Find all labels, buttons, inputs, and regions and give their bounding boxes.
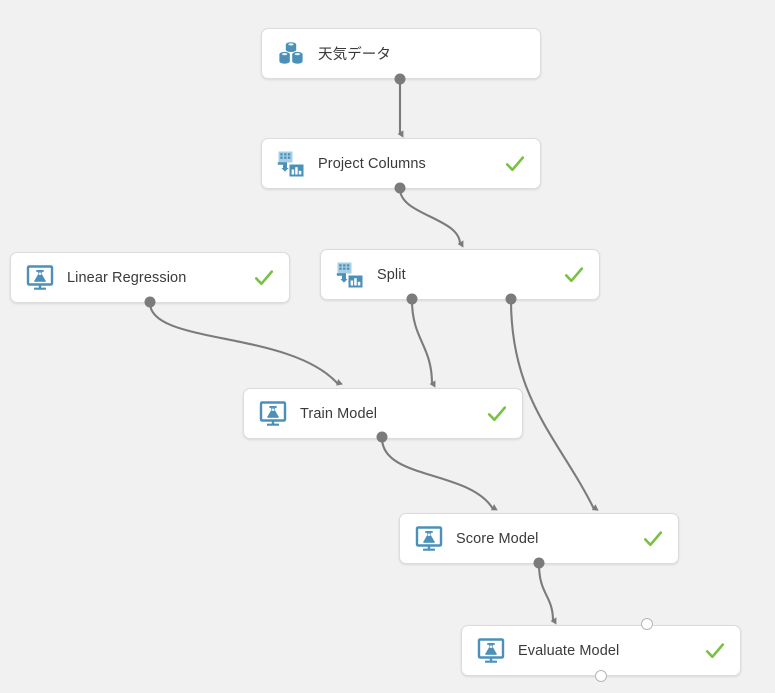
node-linear-regression[interactable]: Linear Regression <box>10 252 290 303</box>
node-evaluate-model[interactable]: Evaluate Model <box>461 625 741 676</box>
node-train-model[interactable]: Train Model <box>243 388 523 439</box>
status-check-icon <box>704 640 726 662</box>
edge-score-model-to-evaluate-model[interactable] <box>537 562 557 625</box>
node-label: Split <box>377 266 406 283</box>
port-evaluate-model-input[interactable] <box>641 618 653 630</box>
node-label: Linear Regression <box>67 269 187 286</box>
status-check-icon <box>504 153 526 175</box>
node-label: 天気データ <box>318 47 391 63</box>
edge-project-columns-to-split[interactable] <box>398 187 464 248</box>
port-score-model-output[interactable] <box>533 557 545 569</box>
node-label: Score Model <box>456 530 539 547</box>
status-check-icon <box>253 267 275 289</box>
status-check-icon <box>642 528 664 550</box>
dataset-cylinders-icon <box>276 39 306 69</box>
port-evaluate-model-output[interactable] <box>595 670 607 682</box>
node-split[interactable]: Split <box>320 249 600 300</box>
node-project-columns[interactable]: Project Columns <box>261 138 541 189</box>
port-dataset-output[interactable] <box>394 73 406 85</box>
model-flask-monitor-icon <box>25 263 55 293</box>
node-label: Evaluate Model <box>518 642 620 659</box>
port-linear-regression-output[interactable] <box>144 296 156 308</box>
port-split-output[interactable] <box>505 293 517 305</box>
status-check-icon <box>563 264 585 286</box>
model-flask-monitor-icon <box>476 636 506 666</box>
edge-train-model-to-score-model[interactable] <box>380 436 498 511</box>
node-label: Project Columns <box>318 155 426 172</box>
data-transform-icon <box>276 149 306 179</box>
model-flask-monitor-icon <box>414 524 444 554</box>
model-flask-monitor-icon <box>258 399 288 429</box>
port-project-columns-output[interactable] <box>394 182 406 194</box>
status-check-icon <box>486 403 508 425</box>
node-label: Train Model <box>300 405 378 422</box>
data-transform-icon <box>335 260 365 290</box>
edge-linear-regression-to-train-model[interactable] <box>148 301 343 386</box>
port-split-output[interactable] <box>406 293 418 305</box>
node-score-model[interactable]: Score Model <box>399 513 679 564</box>
edge-split-out2-to-score-model[interactable] <box>509 298 599 511</box>
port-train-model-output[interactable] <box>376 431 388 443</box>
node-dataset[interactable]: 天気データ <box>261 28 541 79</box>
edge-split-out1-to-train-model[interactable] <box>410 298 436 388</box>
